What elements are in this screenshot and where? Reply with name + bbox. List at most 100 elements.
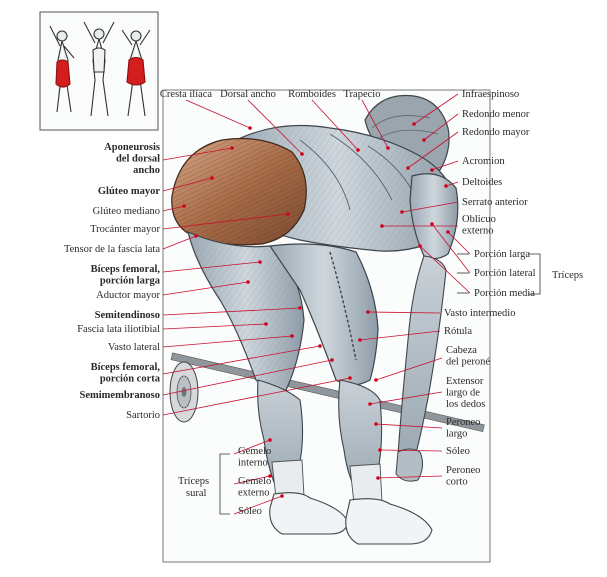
label-left-biceps-femoral-porcion-corta: Bíceps femoral,porción corta — [91, 362, 161, 385]
label-right-oblicuo-externo-line-2: externo — [462, 226, 494, 237]
label-top-romboides-line-1: Romboides — [288, 89, 336, 100]
leader-right-extensor-largo-de-los-dedos — [369, 391, 443, 405]
marker-right-oblicuo-externo — [380, 224, 384, 228]
label-right-peroneo-largo-line-1: Peroneo — [446, 417, 480, 428]
marker-left-sartorio — [348, 376, 352, 380]
label-right-redondo-menor-line-1: Redondo menor — [462, 109, 530, 120]
label-bottom-gemelo-externo-line-2: externo — [238, 488, 270, 499]
thumbnail-figure-left — [49, 25, 75, 113]
marker-right-acromion — [430, 168, 434, 172]
leader-lines — [162, 93, 471, 515]
label-left-sartorio: Sartorio — [126, 410, 160, 421]
marker-bottom-gemelo-interno — [268, 438, 272, 442]
leader-bottom-soleo — [233, 495, 283, 515]
label-top-trapecio: Trapecio — [344, 89, 381, 100]
label-left-gluteo-mediano-line-1: Glúteo mediano — [93, 206, 160, 217]
label-bottom-soleo: Sóleo — [238, 506, 262, 517]
label-left-biceps-femoral-porcion-corta-line-1: Bíceps femoral, — [91, 362, 161, 373]
leader-top-dorsal-ancho — [247, 99, 303, 155]
thumbnail-figure-center — [83, 21, 115, 117]
marker-right-extensor-largo-de-los-dedos — [368, 402, 372, 406]
label-top-romboides: Romboides — [288, 89, 336, 100]
label-right-rotula-line-1: Rótula — [444, 326, 472, 337]
label-bottom-soleo-line-1: Sóleo — [238, 506, 262, 517]
label-bottom-gemelo-interno-line-1: Gemelo — [238, 446, 271, 457]
leader-right-vasto-intermedio — [367, 311, 441, 314]
label-left-semimembranoso-line-1: Semimembranoso — [80, 390, 161, 401]
marker-top-dorsal-ancho — [300, 152, 304, 156]
marker-left-biceps-femoral-porcion-larga — [258, 260, 262, 264]
label-left-gluteo-mediano: Glúteo mediano — [93, 206, 160, 217]
marker-right-serrato-anterior — [400, 210, 404, 214]
label-right-redondo-mayor: Redondo mayor — [462, 127, 530, 138]
leader-right-porcion-media — [419, 245, 471, 294]
marker-bottom-soleo — [280, 494, 284, 498]
label-top-cresta-iliaca: Cresta ilíaca — [160, 89, 213, 100]
thumbnail-panel — [39, 11, 159, 131]
label-right-peroneo-corto-line-2: corto — [446, 477, 468, 488]
label-right-porcion-media-line-1: Porción media — [474, 288, 535, 299]
leader-right-porcion-larga — [447, 231, 471, 255]
label-left-fascia-lata-iliotibial-line-1: Fascia lata iliotibial — [77, 324, 160, 335]
label-right-porcion-lateral: Porción lateral — [474, 268, 536, 279]
leader-right-infraespinoso — [413, 93, 459, 125]
label-left-aponeurosis-del-dorsal-ancho-line-1: Aponeurosis — [104, 142, 160, 153]
label-left-aponeurosis-del-dorsal-ancho-line-2: del dorsal — [116, 154, 160, 165]
leader-right-redondo-menor — [423, 113, 459, 141]
label-left-gluteo-mayor: Glúteo mayor — [98, 186, 160, 197]
marker-right-deltoides — [444, 184, 448, 188]
leader-left-fascia-lata-iliotibial — [162, 323, 267, 330]
marker-right-peroneo-largo — [374, 422, 378, 426]
label-left-biceps-femoral-porcion-larga: Bíceps femoral,porción larga — [91, 264, 161, 287]
label-right-cabeza-del-perone-line-1: Cabeza — [446, 345, 477, 356]
label-top-dorsal-ancho: Dorsal ancho — [220, 89, 276, 100]
leader-left-trocanter-mayor — [162, 213, 289, 230]
label-top-cresta-iliaca-line-1: Cresta ilíaca — [160, 89, 213, 100]
label-right-porcion-lateral-line-1: Porción lateral — [474, 268, 536, 279]
leader-left-aponeurosis-del-dorsal-ancho — [162, 147, 233, 161]
hand — [395, 448, 424, 482]
leader-right-acromion — [431, 160, 459, 171]
label-left-vasto-lateral-line-1: Vasto lateral — [108, 342, 160, 353]
label-right-rotula: Rótula — [444, 326, 472, 337]
label-top-dorsal-ancho-line-1: Dorsal ancho — [220, 89, 276, 100]
marker-right-redondo-menor — [422, 138, 426, 142]
label-right-soleo: Sóleo — [446, 446, 470, 457]
leader-top-trapecio — [361, 99, 389, 149]
label-right-cabeza-del-perone-line-2: del peroné — [446, 357, 490, 368]
label-left-biceps-femoral-porcion-larga-line-1: Bíceps femoral, — [91, 264, 161, 275]
leader-top-romboides — [311, 99, 359, 151]
label-right-extensor-largo-de-los-dedos-line-1: Extensor — [446, 376, 484, 387]
label-right-acromion: Acromion — [462, 156, 505, 167]
label-right-oblicuo-externo-line-1: Oblicuo — [462, 214, 496, 225]
leader-right-cabeza-del-perone — [375, 357, 443, 381]
muscle-markers — [182, 122, 450, 498]
label-left-fascia-lata-iliotibial: Fascia lata iliotibial — [77, 324, 160, 335]
label-right-serrato-anterior: Serrato anterior — [462, 197, 528, 208]
marker-left-semimembranoso — [330, 358, 334, 362]
leader-left-semitendinoso — [162, 307, 301, 316]
triceps-bracket: Tríceps — [528, 253, 583, 295]
marker-left-aponeurosis-del-dorsal-ancho — [230, 146, 234, 150]
label-right-infraespinoso-line-1: Infraespinoso — [462, 89, 519, 100]
triceps-group-label: Tríceps — [552, 270, 583, 281]
sock-front — [349, 463, 383, 505]
marker-left-biceps-femoral-porcion-corta — [318, 344, 322, 348]
label-right-acromion-line-1: Acromion — [462, 156, 505, 167]
triceps-sural-label-line1: Tríceps — [178, 476, 209, 487]
leader-bottom-gemelo-externo — [233, 475, 271, 485]
thigh-front — [268, 243, 379, 386]
label-right-porcion-media: Porción media — [474, 288, 535, 299]
leader-left-gluteo-mediano — [162, 205, 185, 212]
label-top-trapecio-line-1: Trapecio — [344, 89, 381, 100]
label-right-soleo-line-1: Sóleo — [446, 446, 470, 457]
marker-right-porcion-lateral — [430, 222, 434, 226]
